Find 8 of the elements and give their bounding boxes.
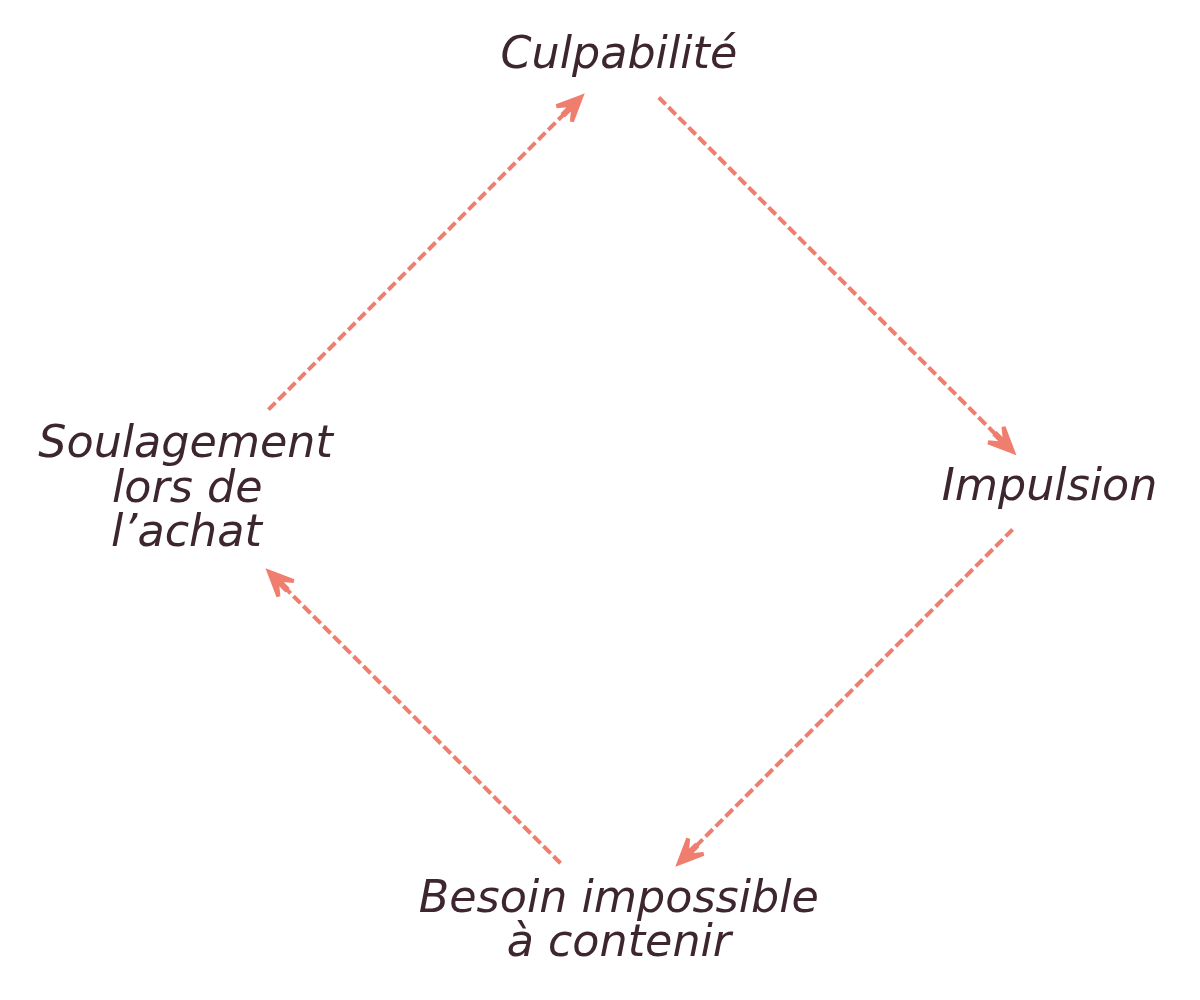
arrow (267, 94, 584, 411)
node-text: Soulagement lors de l’achat (38, 415, 333, 556)
arrow (266, 569, 562, 865)
arrow (657, 95, 1015, 454)
node-text: Impulsion (941, 458, 1158, 510)
node-text: Culpabilité (500, 26, 738, 78)
arrow (676, 527, 1014, 865)
node-text: Besoin impossible à contenir (418, 870, 819, 966)
